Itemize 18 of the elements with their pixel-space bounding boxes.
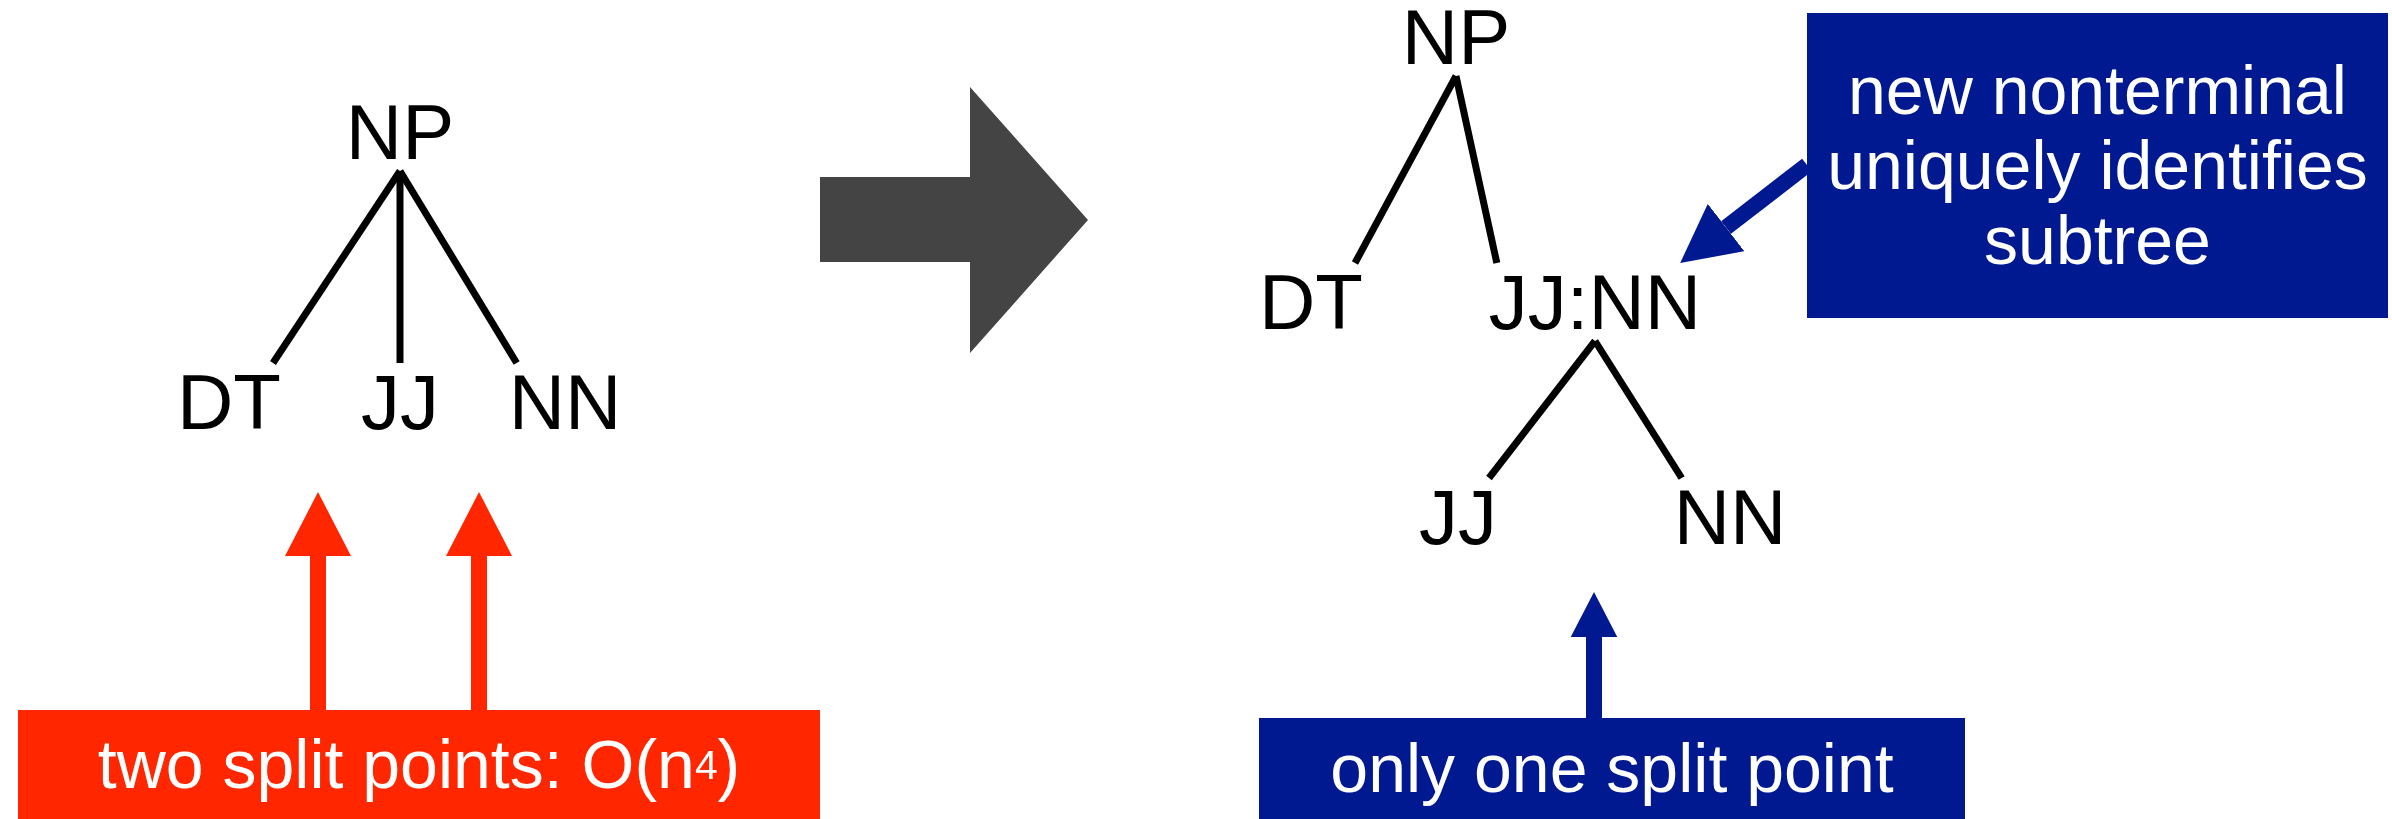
callout-box: two split points: O(n$^{4}$) — [18, 710, 820, 819]
tree-node-label: NP — [341, 93, 459, 171]
tree-node-label: NN — [504, 363, 626, 441]
tree-node-label: JJ — [1415, 478, 1501, 556]
arrow — [446, 492, 512, 710]
callout-box: only one split point — [1259, 718, 1965, 819]
callout-box: new nonterminal uniquely identifies subtree — [1807, 13, 2388, 318]
tree-branch — [1592, 339, 1685, 480]
tree-branch — [397, 169, 520, 365]
tree-node-label: JJ:NN — [1484, 263, 1706, 341]
tree-node-label: DT — [173, 363, 285, 441]
tree-node-label: NN — [1669, 478, 1791, 556]
tree-node-label: NP — [1397, 0, 1515, 76]
arrow — [285, 492, 351, 710]
arrow — [1570, 592, 1618, 718]
tree-branch — [1452, 75, 1501, 264]
tree-node-label: DT — [1255, 263, 1367, 341]
tree-node-label: JJ — [357, 363, 443, 441]
